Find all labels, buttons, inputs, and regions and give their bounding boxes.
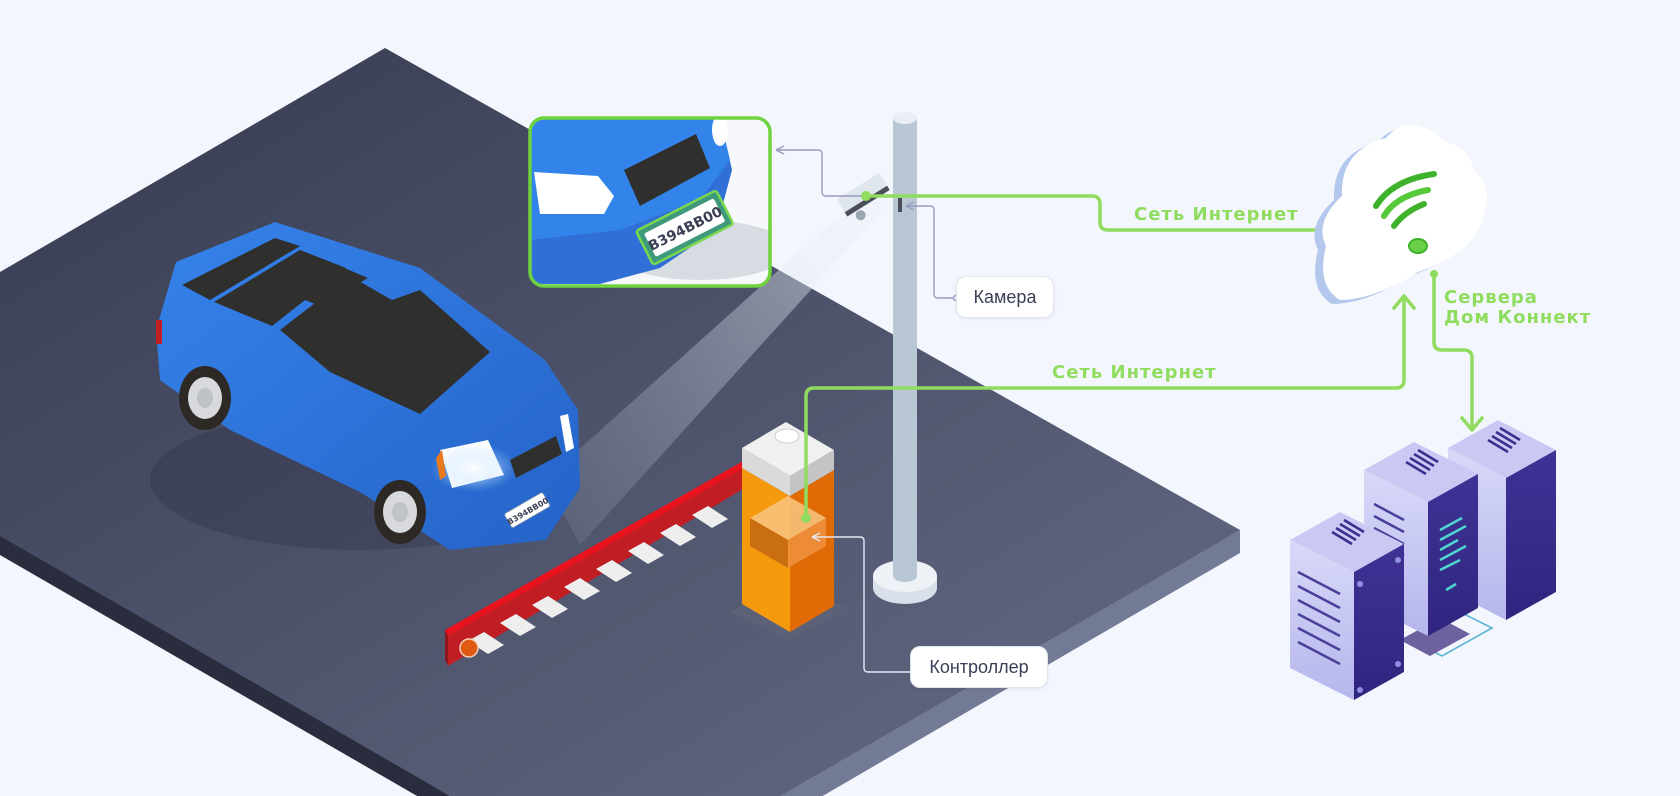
barrier-arm	[445, 460, 748, 666]
cloud	[1314, 124, 1487, 304]
camera-light-beam	[545, 190, 885, 545]
server-screen-code	[1439, 516, 1467, 592]
camera-label: Камера	[973, 286, 1037, 307]
camera-callout: Камера	[956, 276, 1054, 318]
wifi-icon	[1373, 171, 1437, 254]
zoom-inset-frame	[528, 116, 772, 288]
connection-camera-cloud	[864, 194, 1336, 232]
server-left	[1290, 512, 1404, 700]
barrier-light	[459, 638, 479, 658]
network-connections	[804, 194, 1484, 520]
connection-cloud-servers	[1432, 272, 1474, 430]
zoom-license-plate	[644, 198, 725, 257]
camera-mount	[898, 198, 902, 212]
internet-label-middle: Сеть Интернет	[1052, 362, 1217, 383]
controller-callout: Контроллер	[910, 646, 1048, 688]
server-rack-group	[1290, 420, 1556, 700]
internet-label-top: Сеть Интернет	[1134, 204, 1299, 225]
car-license-plate	[504, 492, 550, 528]
car: B394BB00	[150, 222, 580, 550]
camera-pole	[873, 112, 937, 604]
servers-label-line1: Сервера	[1444, 287, 1538, 308]
zoom-inset: B394BB00	[528, 116, 772, 288]
connection-controller-cloud	[804, 296, 1406, 520]
controller-label: Контроллер	[929, 656, 1029, 677]
callout-connectors	[775, 145, 960, 673]
servers-label-line2: Дом Коннект	[1444, 307, 1592, 328]
servers-label: Сервера Дом Коннект	[1444, 288, 1591, 328]
